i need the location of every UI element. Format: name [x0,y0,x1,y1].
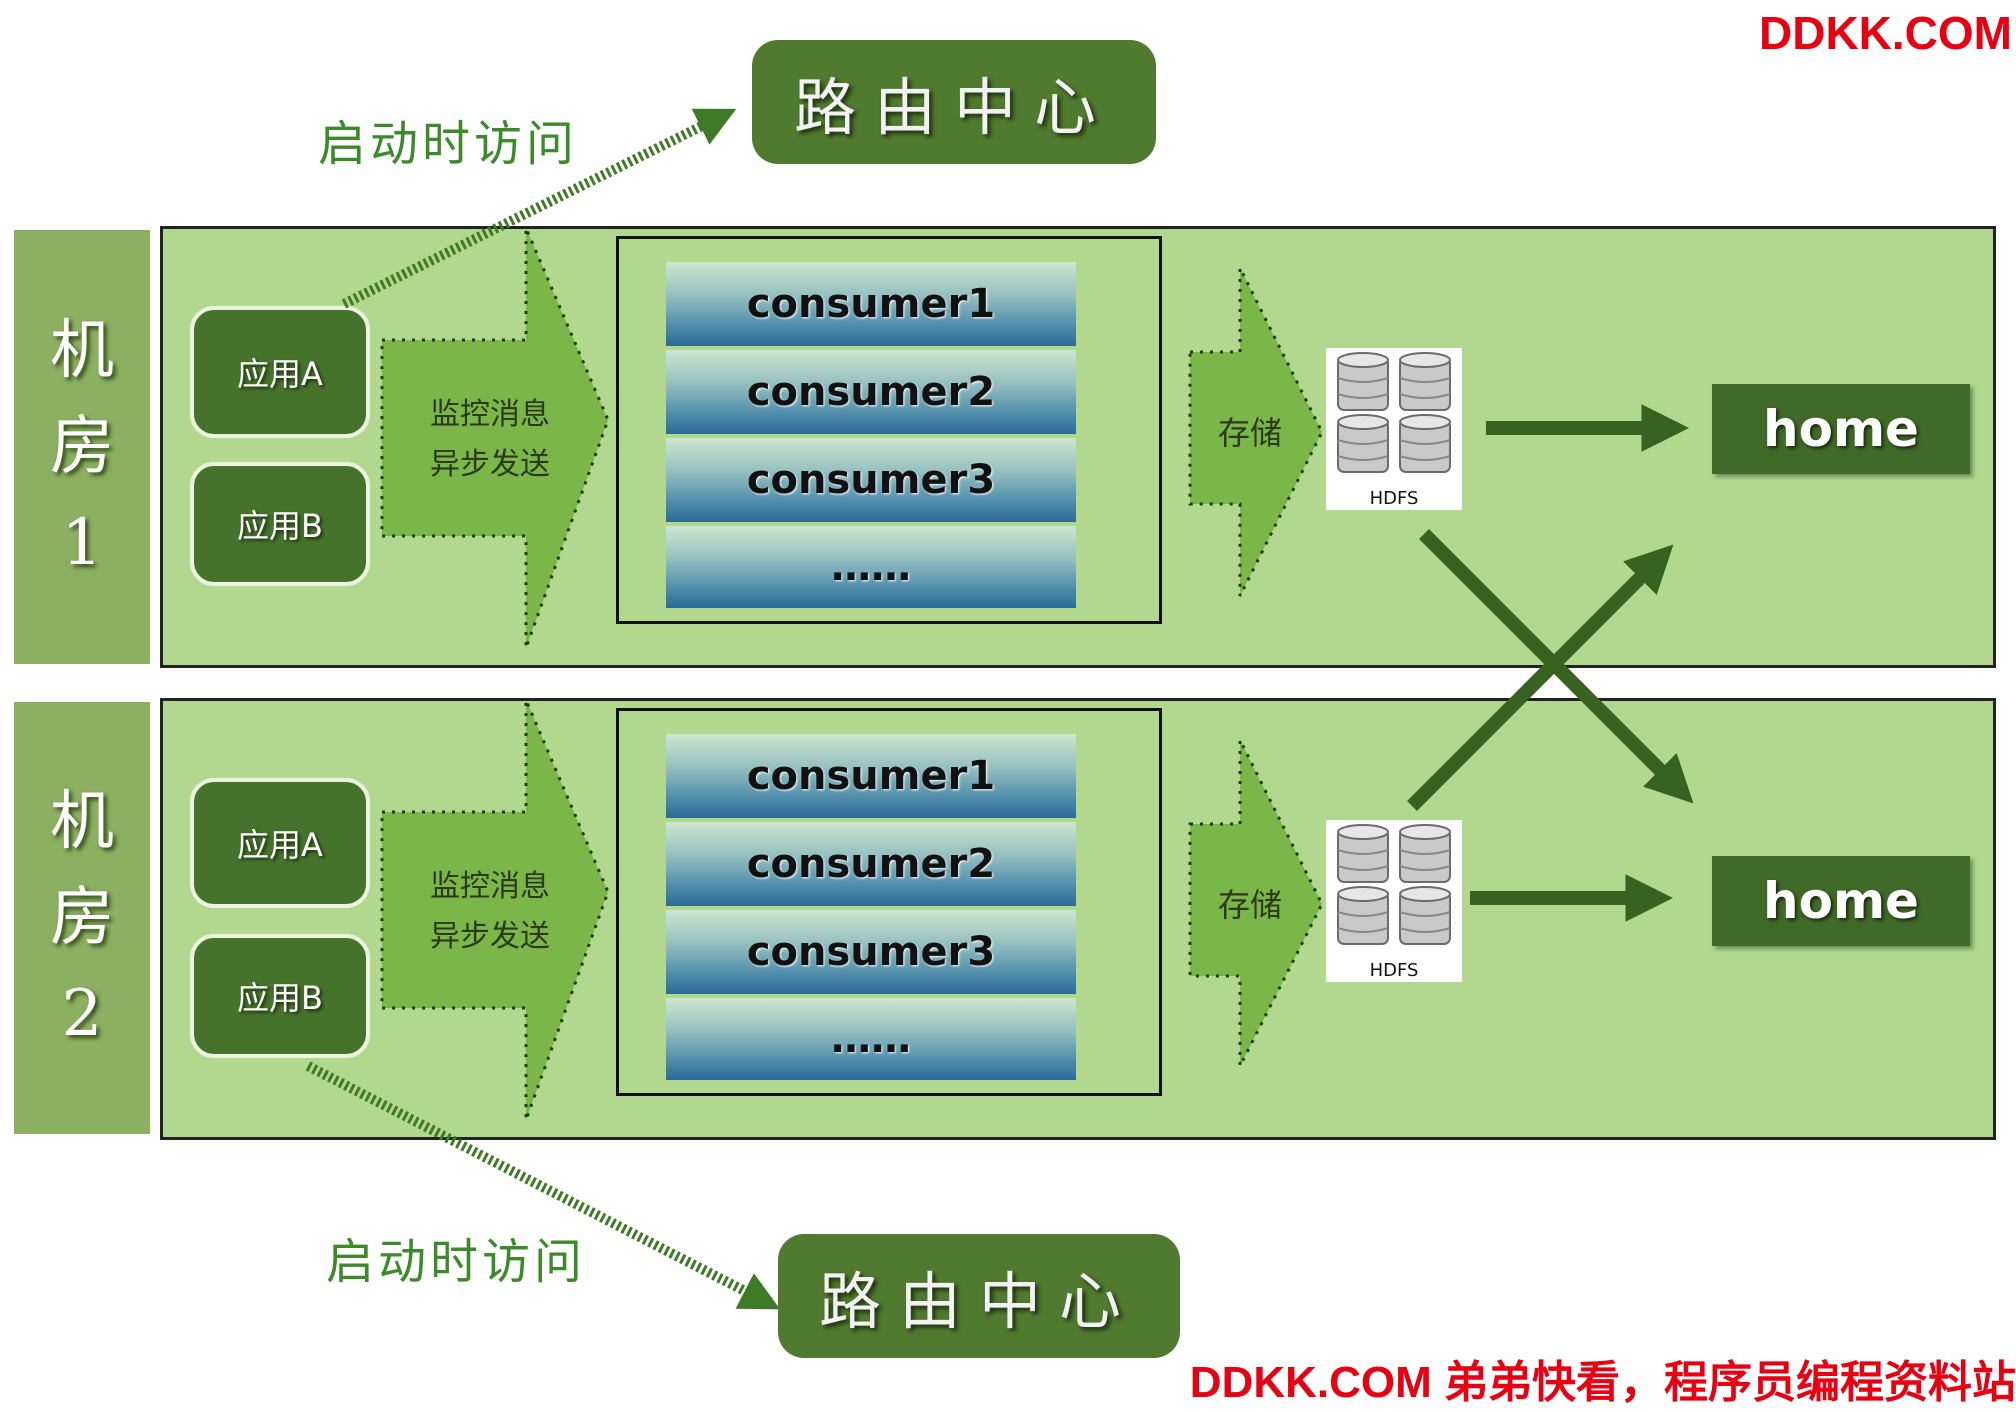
room-2-consumer-more: …… [666,998,1076,1080]
room-2-label: 机 房 2 [14,702,150,1134]
room-2-consumer-group [616,708,1162,1096]
room-2-app-b: 应用B [190,934,370,1058]
room-1-label: 机 房 1 [14,230,150,664]
router-center-top: 路由中心 [752,40,1156,164]
room-2-hdfs-label: HDFS [1369,960,1419,981]
startup-access-label-top: 启动时访问 [318,116,579,172]
room-1-app-b: 应用B [190,462,370,586]
room-1-monitor-line-1: 监控消息 [430,397,550,432]
room-1-label-char-2: 房 [50,410,114,484]
room-1-consumer-group [616,236,1162,624]
room-1-hdfs-label: HDFS [1369,488,1419,509]
startup-arrow-top [341,108,737,309]
router-center-bottom: 路由中心 [778,1234,1180,1358]
room-2-monitor-line-2: 异步发送 [430,919,550,954]
room-1-storage-text: 存储 [1217,414,1282,452]
cross-arrow-room2-to-room1 [1407,544,1674,811]
room-2-app-a: 应用A [190,778,370,908]
room-2-monitor-text: 监控消息 异步发送 [400,862,580,966]
room-2-monitor-arrow [380,699,610,1121]
room-2-hdfs: HDFS [1326,820,1462,982]
room-2-storage-arrow [1188,739,1324,1067]
room-2-hdfs-database-icon [1337,824,1451,945]
watermark-bottom: DDKK.COM 弟弟快看，程序员编程资料站 [1189,1358,2016,1407]
room-1-storage-arrow [1188,267,1324,597]
watermark-top: DDKK.COM [1759,7,2012,59]
room-2-label-char-2: 房 [50,881,114,955]
room-1-label-char-3: 1 [61,506,103,580]
room-2-monitor-line-1: 监控消息 [430,869,550,904]
room-2-consumer-1: consumer1 [666,734,1076,818]
room-1-consumer-2: consumer2 [666,350,1076,434]
room-2-consumer-2: consumer2 [666,822,1076,906]
room-1-hdfs-database-icon [1337,352,1451,473]
room-1-app-a: 应用A [190,306,370,438]
room-2-consumer-3: consumer3 [666,910,1076,994]
startup-arrow-bottom [305,1061,781,1310]
room-2-label-char-1: 机 [50,785,114,859]
room-2-label-char-3: 2 [61,977,103,1051]
room-1-consumer-3: consumer3 [666,438,1076,522]
room-1-consumer-more: …… [666,526,1076,608]
room-1-monitor-line-2: 异步发送 [430,447,550,482]
room-1-label-char-1: 机 [50,314,114,388]
startup-access-label-bottom: 启动时访问 [326,1234,587,1290]
room-1-hdfs: HDFS [1326,348,1462,510]
room-1-monitor-arrow [380,227,610,649]
room-2-home: home [1712,856,1970,946]
room-2-storage-text: 存储 [1217,886,1282,924]
room-1-consumer-1: consumer1 [666,262,1076,346]
room-1-monitor-text: 监控消息 异步发送 [400,390,580,494]
room-1-home: home [1712,384,1970,474]
